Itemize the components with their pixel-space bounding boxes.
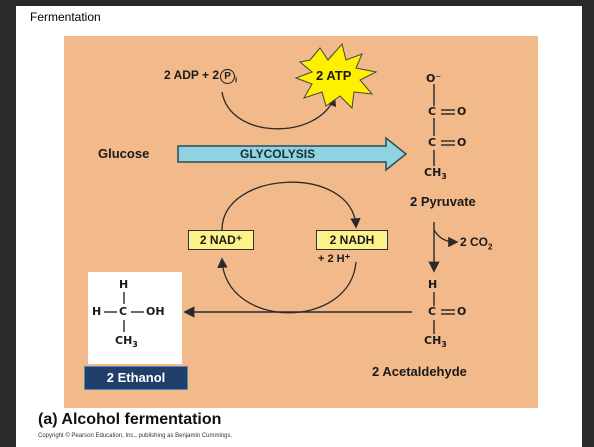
frame-top bbox=[0, 0, 594, 6]
nadh-box: 2 NADH bbox=[316, 230, 388, 250]
nadh-to-nad-arc bbox=[217, 257, 357, 314]
pyruvate-label: 2 Pyruvate bbox=[410, 194, 476, 209]
ethanol-structure-card: H H C OH CH3 bbox=[88, 272, 182, 364]
frame-left bbox=[0, 0, 16, 447]
pyruvate-o-minus: O⁻ bbox=[426, 72, 442, 85]
ethanol-h-left: H bbox=[92, 305, 102, 318]
ethanol-label: 2 Ethanol bbox=[84, 366, 188, 390]
atp-label: 2 ATP bbox=[316, 68, 352, 83]
atp-starburst bbox=[294, 42, 378, 110]
co2-label: 2 CO2 bbox=[460, 235, 493, 252]
glycolysis-arrow bbox=[177, 136, 408, 172]
acetaldehyde-h: H bbox=[428, 278, 438, 291]
nad-to-nadh-arc bbox=[221, 181, 361, 231]
copyright-text: Copyright © Pearson Education, Inc., pub… bbox=[38, 433, 233, 439]
pyruvate-c1: C bbox=[428, 105, 437, 118]
pyruvate-ch3: CH3 bbox=[424, 166, 447, 182]
phosphate-circle: P bbox=[220, 69, 236, 84]
figure-caption: (a) Alcohol fermentation bbox=[38, 411, 222, 428]
atp-arc bbox=[221, 91, 337, 130]
frame-right bbox=[582, 0, 594, 447]
pyruvate-o1: O bbox=[457, 105, 467, 118]
acetaldehyde-label: 2 Acetaldehyde bbox=[372, 364, 467, 379]
pyruvate-c2: C bbox=[428, 136, 437, 149]
acetaldehyde-o: O bbox=[457, 305, 467, 318]
glycolysis-label: GLYCOLYSIS bbox=[240, 147, 316, 161]
ethanol-oh: OH bbox=[146, 305, 165, 318]
glucose-label: Glucose bbox=[98, 146, 150, 161]
acetaldehyde-c: C bbox=[428, 305, 437, 318]
acetaldehyde-ch3: CH3 bbox=[424, 334, 447, 350]
ethanol-h-top: H bbox=[119, 278, 129, 291]
pyruvate-o2: O bbox=[457, 136, 467, 149]
protons-label: + 2 H⁺ bbox=[318, 253, 351, 265]
slide-title: Fermentation bbox=[30, 10, 101, 24]
ethanol-c: C bbox=[119, 305, 128, 318]
nad-plus-box: 2 NAD⁺ bbox=[188, 230, 254, 250]
ethanol-ch3: CH3 bbox=[115, 334, 138, 350]
